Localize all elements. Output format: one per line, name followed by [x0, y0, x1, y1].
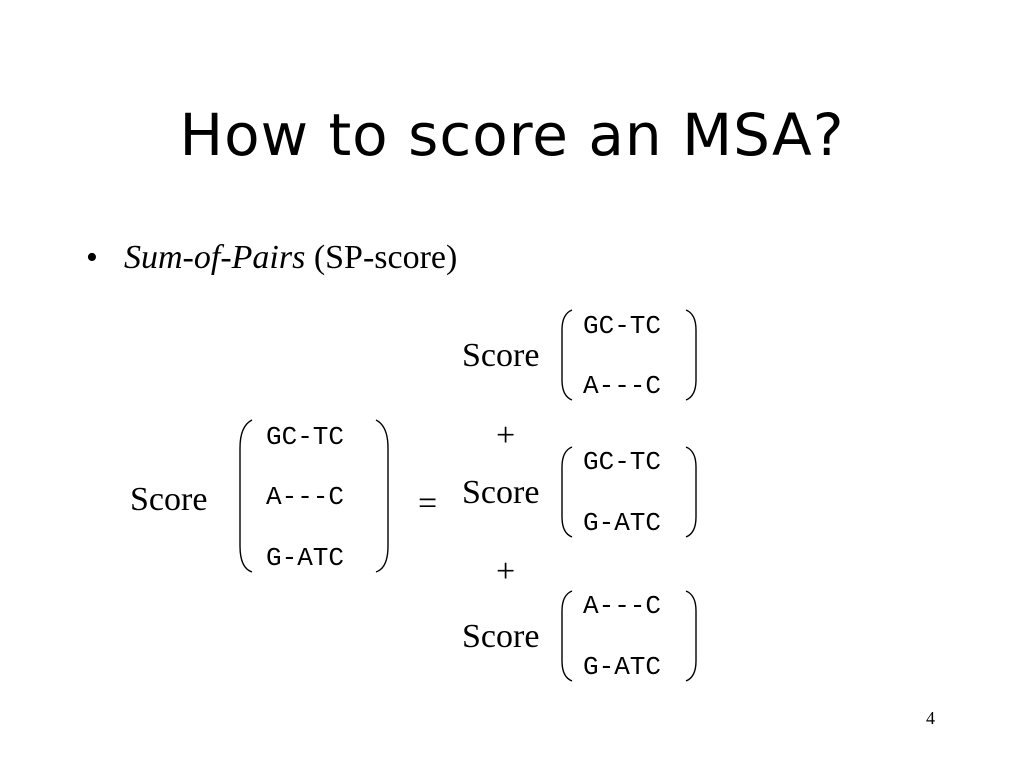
score-label-left: Score [130, 481, 208, 518]
pair-2-seq-2: G-ATC [583, 508, 662, 538]
left-seq-2: A---C [266, 482, 345, 512]
left-matrix-brackets [239, 419, 389, 573]
score-label-pair-2: Score [462, 474, 540, 511]
plus-sign-2: + [496, 553, 516, 590]
left-seq-3: G-ATC [266, 543, 345, 573]
score-label-pair-3: Score [462, 618, 540, 655]
slide-title: How to score an MSA? [179, 101, 845, 169]
pair-2-brackets [561, 446, 697, 538]
pair-1-seq-2: A---C [583, 371, 662, 401]
pair-3-brackets [561, 590, 697, 682]
bullet-text: (SP-score) [305, 239, 458, 276]
plus-sign-1: + [496, 417, 516, 454]
pair-3-seq-1: A---C [583, 591, 662, 621]
pair-3-seq-2: G-ATC [583, 652, 662, 682]
bullet-italic-text: Sum-of-Pairs [124, 239, 306, 276]
pair-1-seq-1: GC-TC [583, 311, 662, 341]
page-number: 4 [926, 708, 935, 728]
bullet-item: • Sum-of-Pairs (SP-score) [86, 236, 457, 280]
bullet-dot-icon: • [86, 239, 98, 276]
pair-2-seq-1: GC-TC [583, 447, 662, 477]
score-label-pair-1: Score [462, 337, 540, 374]
equals-sign: = [418, 485, 438, 522]
pair-1-brackets [561, 309, 697, 401]
left-seq-1: GC-TC [266, 422, 345, 452]
